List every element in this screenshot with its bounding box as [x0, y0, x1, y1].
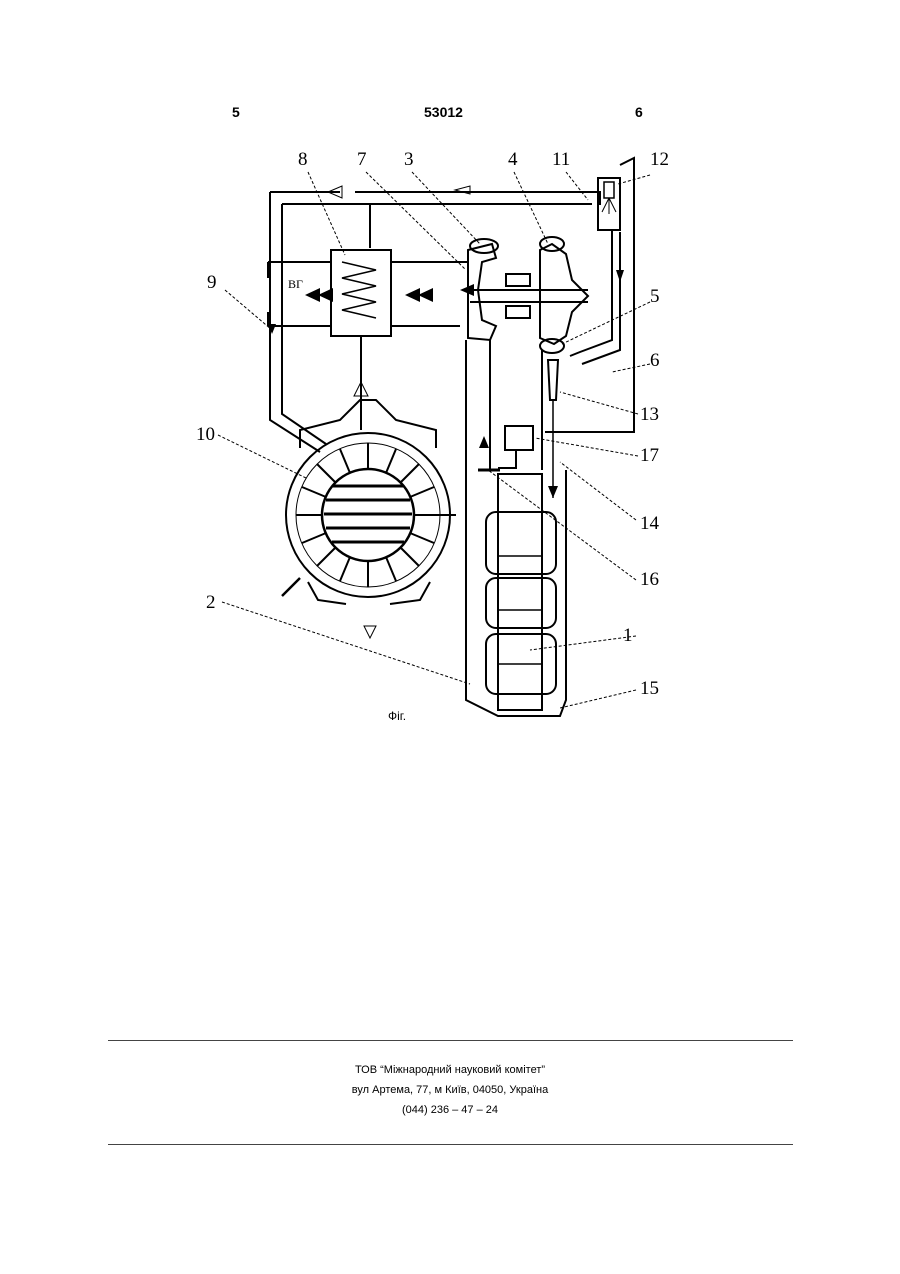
callout-6: 6	[650, 350, 660, 371]
callout-11: 11	[552, 149, 570, 170]
turbine-4	[540, 244, 588, 344]
heat-exchanger-8	[331, 250, 391, 336]
callout-4: 4	[508, 149, 518, 170]
pipe-9	[270, 192, 320, 452]
callout-16: 16	[640, 569, 659, 590]
reactor-core	[324, 486, 412, 542]
callout-5: 5	[650, 286, 660, 307]
patent-figure: 1 2 3 4 5 6 7 8 9 10 11 12 13 14 15 16 1…	[0, 0, 900, 760]
footer-address: вул Артема, 77, м Київ, 04050, Україна	[0, 1084, 900, 1096]
figure-caption: Фіг.	[388, 709, 406, 723]
callout-9: 9	[207, 272, 217, 293]
callout-10: 10	[196, 424, 215, 445]
callout-15: 15	[640, 678, 659, 699]
shaft	[470, 290, 588, 302]
callout-14: 14	[640, 513, 660, 534]
callout-labels: 1 2 3 4 5 6 7 8 9 10 11 12 13 14 15 16 1…	[196, 149, 669, 723]
callout-1: 1	[623, 625, 633, 646]
control-box-17	[505, 426, 533, 450]
engine-1	[498, 474, 542, 710]
footer-phone: (044) 236 – 47 – 24	[0, 1104, 900, 1116]
callout-7: 7	[357, 149, 367, 170]
label-vg: ВГ	[288, 277, 303, 291]
callout-2: 2	[206, 592, 216, 613]
callout-12: 12	[650, 149, 669, 170]
footer-org: ТОВ “Міжнародний науковий комітет”	[0, 1064, 900, 1076]
footer-rule-bottom	[108, 1144, 793, 1145]
callout-3: 3	[404, 149, 414, 170]
callout-17: 17	[640, 445, 659, 466]
callout-13: 13	[640, 404, 659, 425]
footer-rule-top	[108, 1040, 793, 1041]
callout-8: 8	[298, 149, 308, 170]
